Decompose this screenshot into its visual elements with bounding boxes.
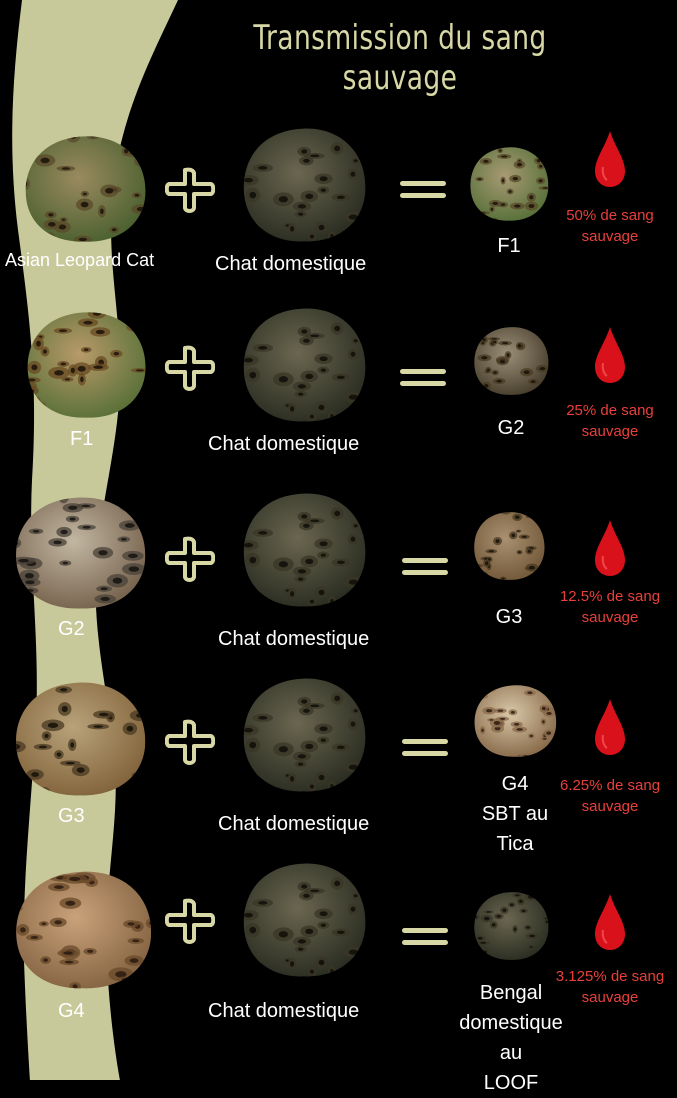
plus-icon — [164, 898, 216, 944]
result-cat-photo — [472, 325, 550, 397]
domestic-cat-photo — [240, 860, 368, 980]
blood-drop-icon — [593, 518, 627, 578]
parent-cat-photo — [12, 868, 154, 992]
plus-icon — [164, 536, 216, 582]
partner-label: Chat domestique — [208, 1000, 360, 1022]
blood-percentage-line1: 3.125% de sang — [555, 968, 665, 985]
parent-label: G3 — [58, 805, 85, 827]
result-label-line: SBT au — [481, 803, 549, 825]
equals-icon — [400, 737, 450, 759]
plus-icon — [164, 345, 216, 391]
domestic-cat-photo — [240, 675, 368, 795]
result-label-line: G2 — [497, 417, 525, 439]
result-label-line: LOOF — [483, 1072, 539, 1094]
equals-icon — [400, 926, 450, 948]
result-label-line: domestique au — [459, 1012, 563, 1064]
blood-percentage-line1: 6.25% de sang — [559, 777, 661, 794]
blood-percentage-line1: 12.5% de sang — [559, 588, 661, 605]
domestic-cat-photo — [240, 305, 368, 425]
result-label-line: F1 — [497, 235, 521, 257]
result-label: G2 — [446, 413, 576, 443]
parent-cat-photo — [24, 309, 148, 421]
blood-percentage-line2: sauvage — [581, 423, 639, 440]
parent-label: G2 — [58, 618, 85, 640]
result-cat-photo — [472, 683, 558, 759]
domestic-cat-photo — [240, 490, 368, 610]
result-label-line: G4 — [501, 773, 529, 795]
domestic-cat-photo — [240, 125, 368, 245]
blood-percentage-line1: 50% de sang — [566, 207, 654, 224]
result-label-line: G3 — [495, 606, 523, 628]
parent-label: G4 — [58, 1000, 85, 1022]
parent-cat-photo — [12, 494, 148, 612]
result-cat-photo — [468, 145, 550, 223]
result-label-line: Tica — [496, 833, 534, 855]
equals-icon — [398, 367, 448, 389]
blood-percentage-line1: 25% de sang — [566, 402, 654, 419]
blood-percentage: 3.125% de sang sauvage — [550, 966, 670, 1008]
blood-percentage-line2: sauvage — [581, 989, 639, 1006]
blood-percentage-line2: sauvage — [581, 798, 639, 815]
partner-label: Chat domestique — [215, 253, 367, 275]
page-title: Transmission du sang sauvage — [253, 18, 547, 98]
parent-label: F1 — [70, 428, 94, 450]
parent-cat-photo — [22, 133, 148, 245]
partner-label: Chat domestique — [208, 433, 360, 455]
equals-icon — [400, 556, 450, 578]
blood-percentage-line2: sauvage — [581, 609, 639, 626]
result-cat-photo — [472, 510, 546, 582]
blood-drop-icon — [593, 129, 627, 189]
partner-label: Chat domestique — [218, 628, 370, 650]
blood-percentage: 25% de sang sauvage — [550, 400, 670, 442]
parent-label: Asian Leopard Cat — [5, 250, 155, 270]
parent-cat-photo — [12, 679, 148, 799]
equals-icon — [398, 179, 448, 201]
plus-icon — [164, 167, 216, 213]
result-label: G3 — [444, 602, 574, 632]
result-label-line: Bengal — [479, 982, 543, 1004]
blood-drop-icon — [593, 325, 627, 385]
blood-drop-icon — [593, 892, 627, 952]
partner-label: Chat domestique — [218, 813, 370, 835]
blood-percentage-line2: sauvage — [581, 228, 639, 245]
blood-percentage: 12.5% de sang sauvage — [550, 586, 670, 628]
plus-icon — [164, 719, 216, 765]
blood-drop-icon — [593, 697, 627, 757]
result-label: F1 — [444, 231, 574, 261]
blood-percentage: 6.25% de sang sauvage — [550, 775, 670, 817]
result-cat-photo — [472, 890, 550, 962]
blood-percentage: 50% de sang sauvage — [550, 205, 670, 247]
